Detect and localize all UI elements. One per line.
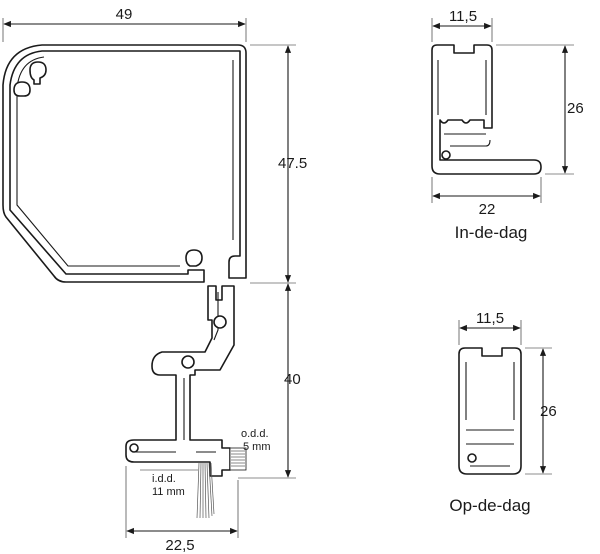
outer-brush [229, 447, 247, 471]
dimension-height-47-5: 47.5 [250, 44, 307, 284]
dimension-width-49: 49 [2, 6, 247, 42]
op-de-dag-dimension-top: 11,5 [458, 310, 522, 345]
dimension-height-40: 40 [238, 283, 301, 479]
inner-brush-annotation: i.d.d. 11 mm [140, 469, 198, 498]
op-de-dag-profile [458, 347, 522, 475]
cassette-height-label: 47.5 [278, 155, 307, 172]
in-de-dag-profile [431, 44, 542, 175]
cassette-head-profile [2, 44, 247, 283]
in-de-dag-width-bottom-label: 22 [479, 201, 496, 218]
inner-brush-label-line1: i.d.d. [152, 473, 176, 485]
guide-rail-profile [125, 285, 235, 477]
width-label: 49 [116, 6, 133, 23]
op-de-dag-dimension-height: 26 [525, 347, 557, 475]
op-de-dag-caption: Op-de-dag [449, 496, 530, 515]
outer-brush-annotation: o.d.d. 5 mm [241, 428, 271, 453]
in-de-dag-width-top-label: 11,5 [449, 8, 477, 25]
inner-brush-label-line2: 11 mm [152, 486, 185, 498]
in-de-dag-dimension-top: 11,5 [431, 8, 493, 42]
in-de-dag-caption: In-de-dag [455, 223, 528, 242]
in-de-dag-dimension-height: 26 [496, 44, 584, 175]
outer-brush-label-line1: o.d.d. [241, 428, 269, 440]
bottom-width-label: 22,5 [165, 537, 194, 554]
dimension-width-22-5: 22,5 [125, 466, 239, 554]
rail-height-label: 40 [284, 371, 301, 388]
in-de-dag-dimension-bottom: 22 [431, 177, 542, 218]
outer-brush-label-line2: 5 mm [243, 441, 271, 453]
inner-brush [196, 462, 215, 519]
op-de-dag-height-label: 26 [540, 403, 557, 420]
op-de-dag-width-top-label: 11,5 [476, 310, 504, 327]
in-de-dag-height-label: 26 [567, 100, 584, 117]
